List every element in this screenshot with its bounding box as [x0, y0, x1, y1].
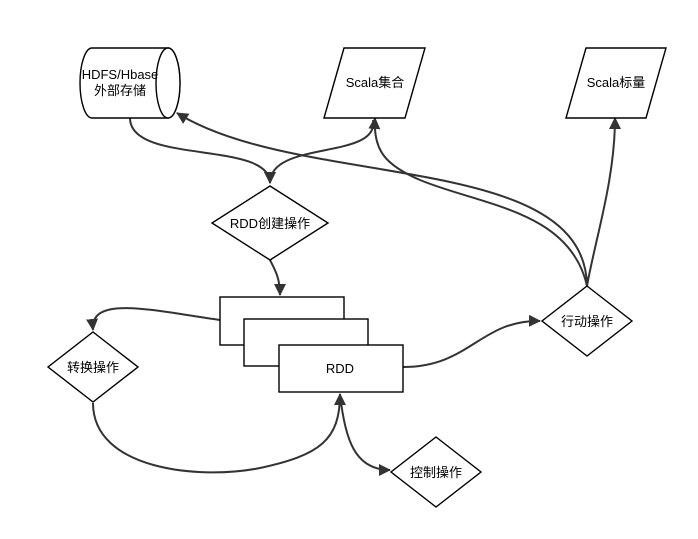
edge-storage-to-create [129, 117, 276, 184]
scala-scalar-node: Scala标量 [565, 47, 667, 119]
transform-op-node: 转换操作 [46, 331, 140, 403]
edge-action-to-scalar [586, 117, 621, 287]
edge-rdd-to-transform [86, 307, 221, 331]
edge-rdd-to-action [402, 314, 541, 368]
edge-create-to-rdd [269, 259, 286, 296]
create-op-label: RDD创建操作 [230, 216, 310, 231]
storage-label-line2: 外部存储 [94, 83, 146, 98]
control-op-node: 控制操作 [389, 436, 483, 508]
rdd-label: RDD [326, 361, 354, 376]
rdd-stack: RDD [219, 296, 404, 393]
create-op-node: RDD创建操作 [210, 185, 330, 261]
action-op-label: 行动操作 [561, 314, 613, 329]
rdd-front-rect [278, 344, 404, 393]
action-op-node: 行动操作 [540, 285, 634, 357]
control-op-label: 控制操作 [410, 465, 462, 480]
scala-scalar-label: Scala标量 [587, 75, 646, 90]
edge-action-to-collection [368, 117, 588, 287]
edge-transform-to-rdd [92, 393, 346, 474]
edge-action-to-storage [176, 112, 588, 287]
storage-label-line1: HDFS/Hbase [82, 67, 159, 82]
edge-collection-to-create [264, 119, 375, 184]
scala-collection-node: Scala集合 [323, 47, 426, 119]
storage-node: HDFS/Hbase 外部存储 [79, 47, 181, 119]
transform-op-label: 转换操作 [67, 360, 119, 375]
edge-rdd-to-control [339, 393, 391, 476]
edges [86, 112, 621, 476]
scala-collection-label: Scala集合 [346, 75, 405, 90]
